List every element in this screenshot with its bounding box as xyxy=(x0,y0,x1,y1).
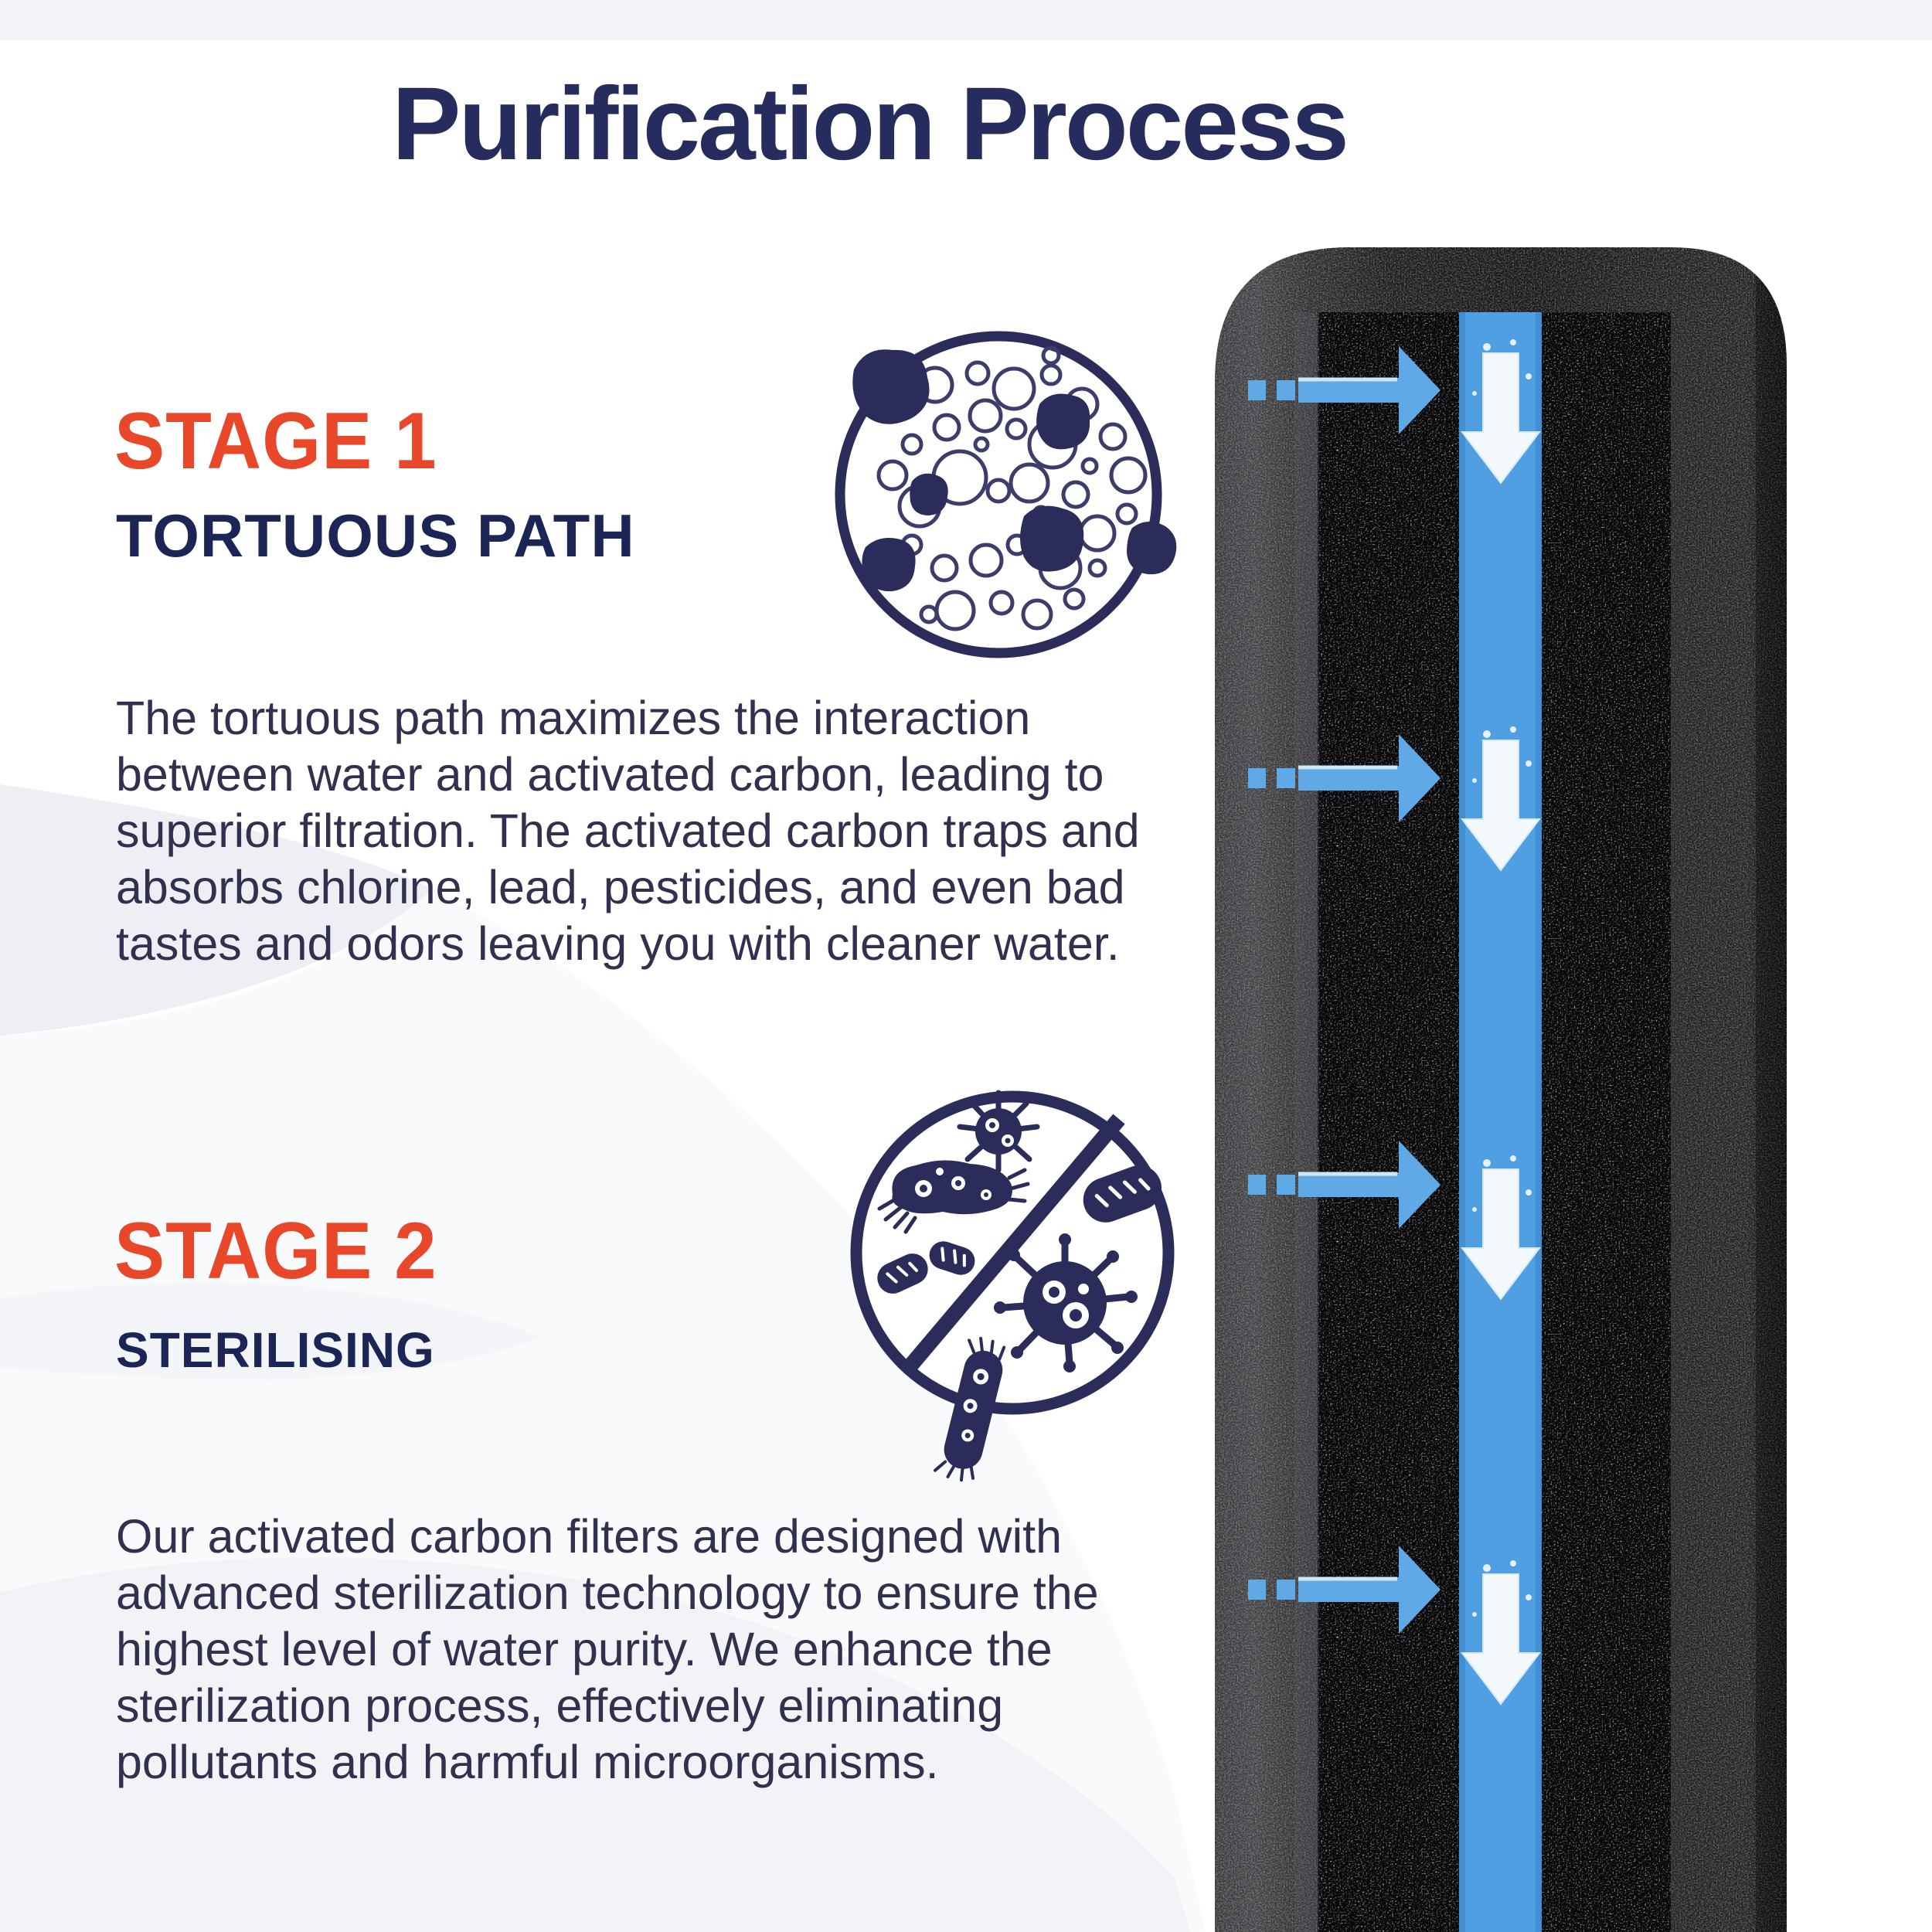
carbon-particles-icon xyxy=(819,311,1186,682)
stage-1-heading: TORTUOUS PATH xyxy=(116,502,635,570)
stage-2-heading: STERILISING xyxy=(116,1322,435,1378)
water-downflow-arrows xyxy=(1460,352,1542,1706)
filter-cutaway-diagram xyxy=(1215,247,1787,1932)
stage-1-label: STAGE 1 xyxy=(114,396,437,486)
stage-2-description: Our activated carbon filters are designe… xyxy=(116,1510,1099,1788)
stage-2-label: STAGE 2 xyxy=(114,1206,437,1296)
water-splash-dots xyxy=(1472,339,1532,1617)
page-title: Purification Process xyxy=(392,66,1349,182)
no-microorganisms-icon xyxy=(835,1079,1190,1492)
water-inflow-arrows xyxy=(1248,346,1440,1634)
stage-1-description: The tortuous path maximizes the interact… xyxy=(116,692,1140,970)
